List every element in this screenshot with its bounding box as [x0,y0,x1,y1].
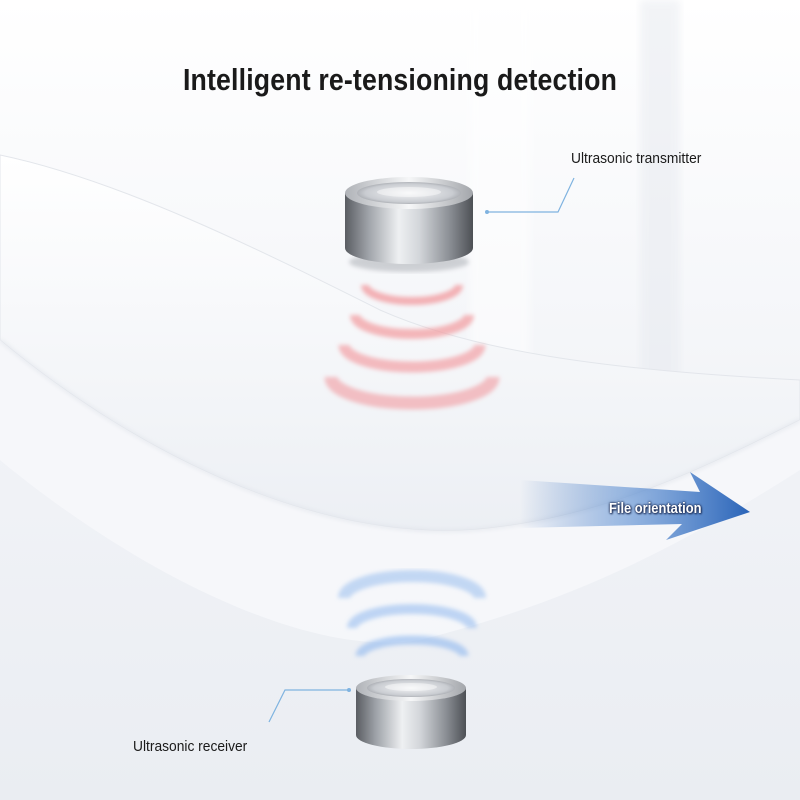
arrow-right-icon [520,472,750,540]
receiver-label: Ultrasonic receiver [133,738,248,755]
ultrasonic-transmitter-icon [345,177,473,272]
transmitter-leader-line [485,177,575,214]
file-orientation-label: File orientation [609,500,702,517]
receive-waves [338,570,486,657]
receiver-leader-line [268,688,351,723]
transmit-waves [324,284,500,410]
transmitter-label: Ultrasonic transmitter [571,150,702,167]
ultrasonic-receiver-icon [356,675,466,749]
page-title: Intelligent re-tensioning detection [182,62,618,97]
paper-sheet [0,154,800,643]
